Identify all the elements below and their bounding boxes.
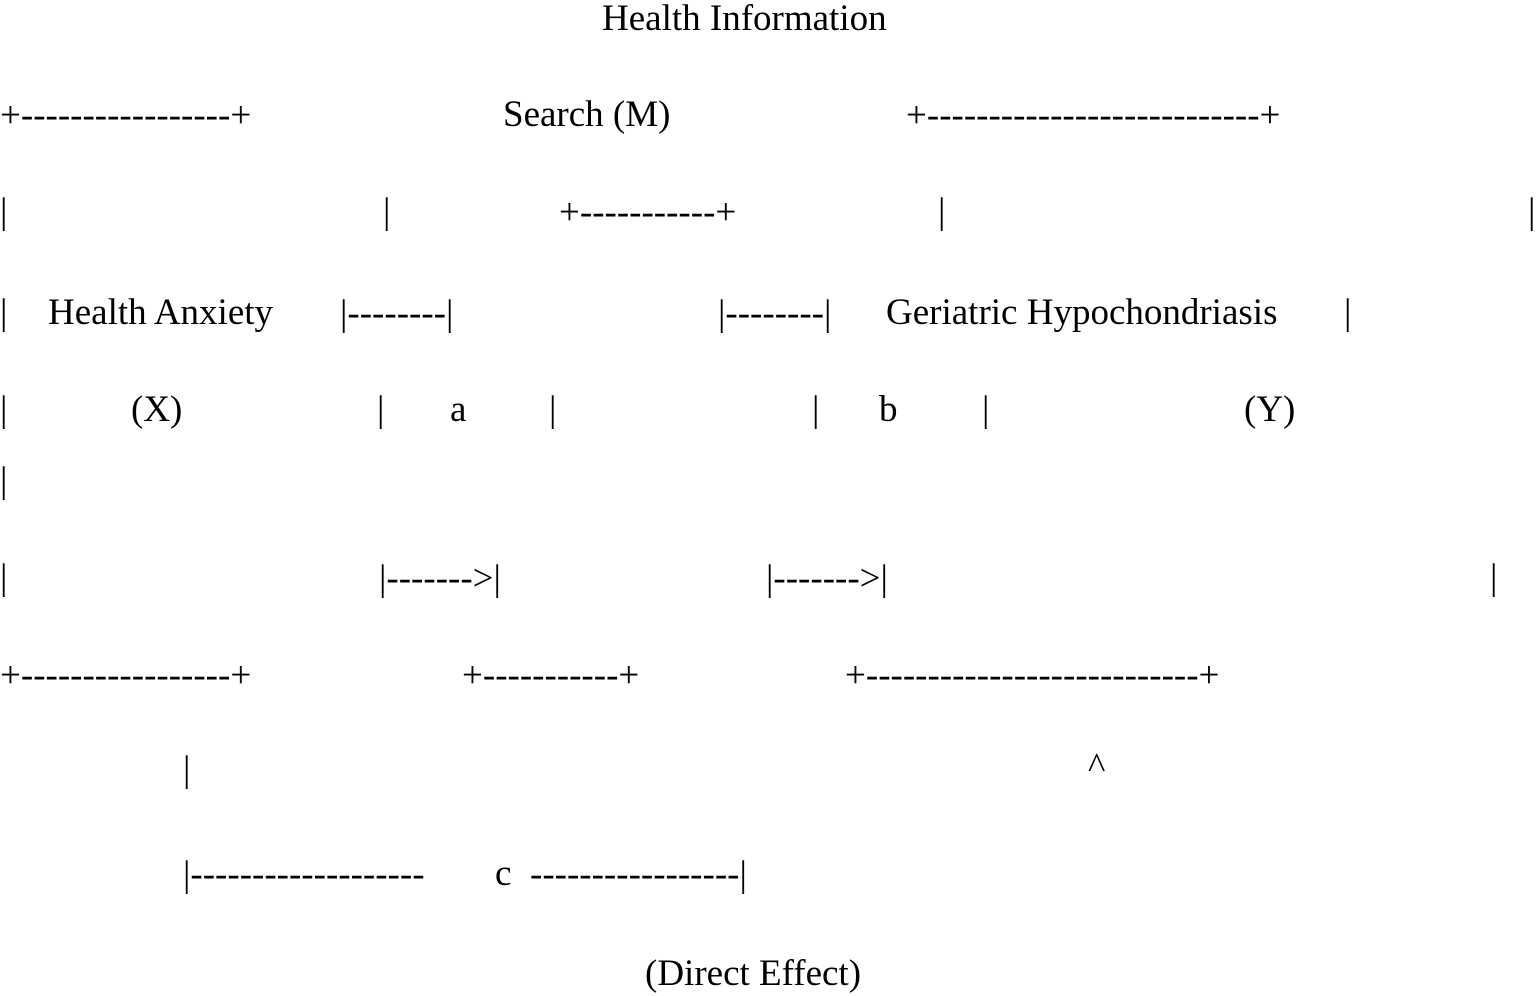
pipe-direct-path-drop: | — [183, 749, 191, 790]
pipe-left-col-row2: | — [0, 191, 8, 232]
pipe-right-col-row3: | — [1344, 292, 1352, 333]
arrow-b-to-outcome: |------->| — [766, 558, 888, 599]
predictor-label: Health Anxiety — [48, 292, 274, 333]
mediator-box-bottom-border: +-----------+ — [462, 655, 640, 696]
diagram-title: Health Information — [602, 0, 887, 39]
mediator-box-top-border: +-----------+ — [559, 192, 737, 233]
box-bottom-border-right: +---------------------------+ — [845, 655, 1220, 696]
mediator-label: Search (M) — [503, 94, 671, 135]
box-top-border-left: +-----------------+ — [0, 95, 252, 136]
outcome-symbol: (Y) — [1244, 389, 1296, 430]
pipe-right-col-row2: | — [1528, 191, 1536, 232]
direct-path-right-segment: -----------------| — [530, 854, 747, 895]
direct-path-left-segment: |------------------- — [183, 854, 425, 895]
pipe-path-a-right: | — [549, 389, 557, 430]
box-bottom-border-left: +-----------------+ — [0, 655, 252, 696]
connector-predictor-to-mediator: |--------| — [340, 293, 454, 334]
path-b-label: b — [879, 389, 898, 430]
pipe-right-col-row6: | — [1490, 557, 1498, 598]
connector-mediator-to-outcome: |--------| — [718, 293, 832, 334]
diagram-caption: (Direct Effect) — [645, 953, 862, 994]
path-c-label: c — [495, 853, 512, 894]
arrow-a-to-mediator: |------->| — [379, 558, 501, 599]
pipe-left-col-row6: | — [0, 557, 8, 598]
box-top-border-right: +---------------------------+ — [906, 95, 1281, 136]
outcome-label: Geriatric Hypochondriasis — [886, 292, 1278, 333]
predictor-symbol: (X) — [131, 389, 183, 430]
path-a-label: a — [450, 389, 467, 430]
pipe-outcome-left-row2: | — [938, 191, 946, 232]
pipe-path-b-right: | — [982, 389, 990, 430]
caret-up-icon: ^ — [1088, 746, 1106, 787]
pipe-left-col-row4: | — [0, 389, 8, 430]
pipe-path-b-left: | — [812, 389, 820, 430]
pipe-path-a-left: | — [377, 389, 385, 430]
pipe-predictor-right-row2: | — [383, 191, 391, 232]
pipe-left-col-row5: | — [0, 460, 8, 501]
pipe-left-col-row3: | — [0, 292, 8, 333]
